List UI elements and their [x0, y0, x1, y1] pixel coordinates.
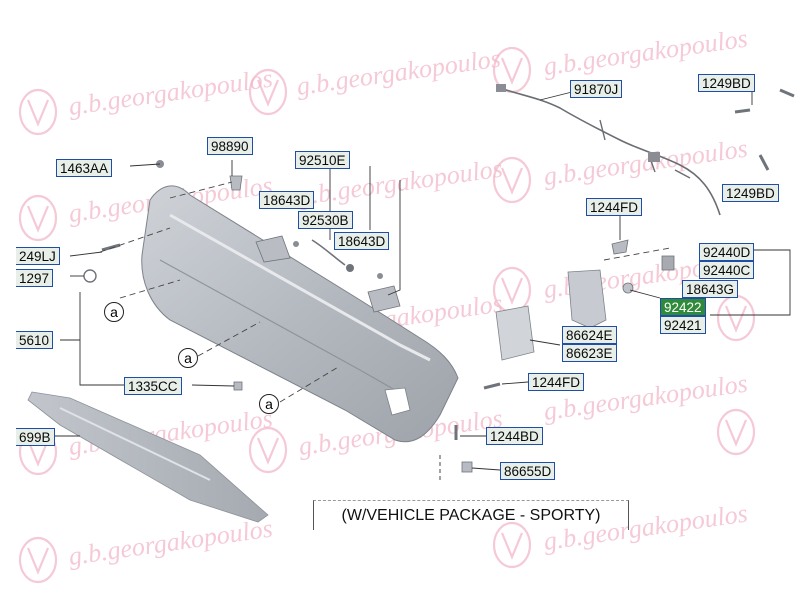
wiring-harness [496, 84, 721, 216]
part-label[interactable]: 699B [16, 428, 55, 446]
part-label[interactable]: 91870J [570, 80, 623, 98]
callout-a: a [259, 394, 279, 414]
part-label[interactable]: 18643G [682, 280, 739, 298]
callout-a: a [104, 302, 124, 322]
part-label[interactable]: 1249BD [698, 74, 755, 92]
part-label[interactable]: 1244BD [486, 427, 543, 445]
part-label[interactable]: 86623E [562, 344, 617, 362]
part-label[interactable]: 92440D [699, 243, 755, 261]
part-label[interactable]: 1463AA [56, 159, 113, 177]
watermark-logo-icon [18, 194, 58, 242]
watermark-logos [18, 46, 756, 584]
part-label[interactable]: 1335CC [124, 377, 182, 395]
watermark-logo-icon [248, 426, 288, 474]
part-label[interactable]: 18643D [259, 191, 315, 209]
callout-a: a [178, 348, 198, 368]
part-label[interactable]: 98890 [207, 137, 253, 155]
watermark-logo-icon [18, 536, 58, 584]
watermark-logo-icon [716, 294, 756, 342]
rear-diffuser [27, 391, 269, 523]
fasteners [83, 88, 795, 473]
part-label[interactable]: 5610 [16, 331, 54, 349]
part-label[interactable]: 92421 [660, 316, 706, 334]
side-brackets [255, 235, 675, 361]
watermark-text: g.b.georgakopoulos [295, 44, 503, 101]
part-label[interactable]: 86624E [562, 326, 617, 344]
part-label[interactable]: 18643D [334, 232, 390, 250]
part-label[interactable]: 86655D [500, 462, 556, 480]
part-label[interactable]: 249LJ [16, 247, 60, 265]
vehicle-package-caption: (W/VEHICLE PACKAGE - SPORTY) [313, 500, 629, 530]
part-label[interactable]: 92422 [660, 298, 706, 316]
part-label[interactable]: 1244FD [586, 198, 643, 216]
watermark-logo-icon [248, 68, 288, 116]
part-label[interactable]: 1244FD [528, 373, 585, 391]
part-label[interactable]: 1249BD [722, 184, 779, 202]
watermark-text: g.b.georgakopoulos [67, 64, 275, 121]
watermark-logo-icon [18, 88, 58, 136]
part-label[interactable]: 1297 [16, 269, 54, 287]
watermark-logo-icon [492, 521, 532, 569]
watermark-logo-icon [716, 408, 756, 456]
part-label[interactable]: 92510E [295, 151, 350, 169]
rear-bumper-cover [141, 185, 459, 443]
watermark-text: g.b.georgakopoulos [542, 24, 750, 81]
watermark-logo-icon [492, 156, 532, 204]
watermark-text: g.b.georgakopoulos [67, 514, 275, 571]
part-label[interactable]: 92440C [699, 261, 755, 279]
dashed-guides [99, 181, 671, 403]
watermark-text: g.b.georgakopoulos [542, 134, 750, 191]
part-label[interactable]: 92530B [298, 211, 353, 229]
